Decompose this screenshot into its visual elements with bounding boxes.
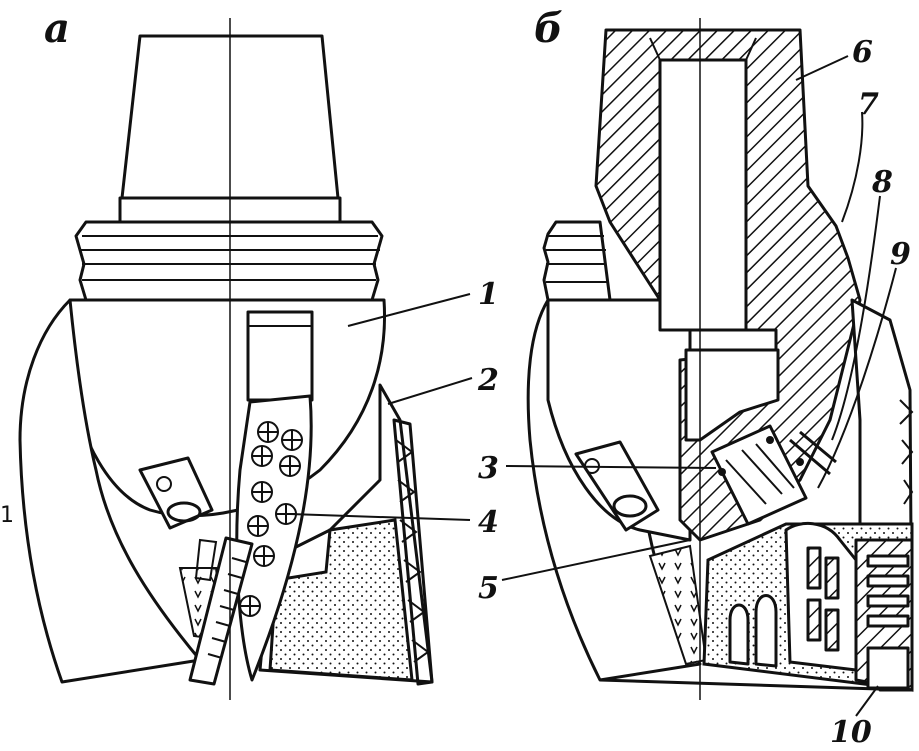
b-nozzle: [710, 424, 808, 526]
b-channels: [728, 521, 914, 692]
label-9: 9: [890, 237, 911, 272]
matrix-insert-zone: [268, 518, 414, 682]
label-2: 2: [477, 363, 499, 398]
panel-a-drawing: [18, 18, 434, 700]
b-side-insert: [574, 440, 660, 532]
label-1: 1: [478, 277, 499, 312]
label-4: 4: [478, 505, 499, 540]
panel-label-b: б: [534, 5, 563, 52]
label-3: 3: [478, 451, 499, 486]
label-edge: 1: [0, 503, 14, 528]
label-7: 7: [858, 87, 879, 122]
panel-label-a: а: [44, 5, 70, 52]
thread-collar: [74, 220, 384, 302]
label-5: 5: [478, 571, 499, 606]
inserted-strip: [188, 536, 254, 686]
leader-lines: [289, 55, 897, 717]
label-8: 8: [871, 165, 893, 200]
b-plenum: [684, 348, 780, 442]
gauge-strip: [392, 418, 434, 686]
label-6: 6: [852, 35, 873, 70]
left-leg: [18, 298, 202, 684]
b-body-dome: [546, 298, 692, 542]
panel-b-drawing: [526, 18, 914, 700]
label-10: 10: [830, 715, 872, 750]
side-insert: [138, 456, 214, 530]
b-center-bore: [658, 58, 748, 332]
bit-body: [68, 298, 387, 518]
b-left-collar: [542, 220, 612, 302]
